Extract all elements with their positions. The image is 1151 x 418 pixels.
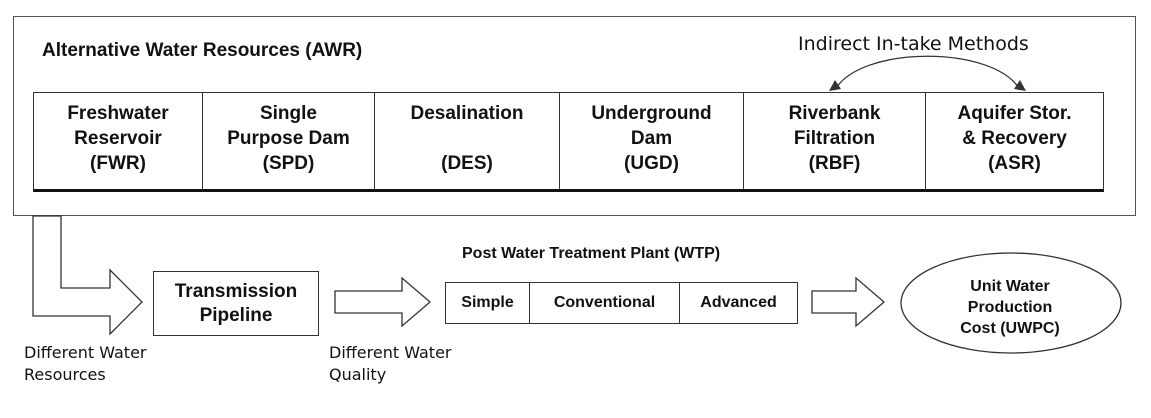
resource-fwr: Freshwater Reservoir (FWR)	[34, 93, 202, 189]
wtp-title: Post Water Treatment Plant (WTP)	[462, 245, 721, 262]
wtp-level-advanced: Advanced	[679, 283, 797, 323]
indirect-intake-curve	[834, 55, 1021, 91]
resource-abbr: (RBF)	[808, 153, 861, 174]
awr-title: Alternative Water Resources (AWR)	[42, 40, 363, 61]
resource-abbr: (SPD)	[262, 153, 315, 174]
resource-des: Desalination (DES)	[374, 93, 559, 189]
resource-name: Riverbank Filtration	[788, 103, 881, 149]
wtp-level-conventional: Conventional	[529, 283, 679, 323]
resource-rbf: Riverbank Filtration (RBF)	[743, 93, 925, 189]
uwpc-label: Unit Water Production Cost (UWPC)	[960, 278, 1060, 337]
transmission-pipeline-box: Transmission Pipeline	[153, 271, 319, 336]
resource-name: Aquifer Stor. & Recovery	[957, 103, 1072, 149]
wtp-table: Simple Conventional Advanced	[445, 282, 798, 324]
indirect-intake-arrowhead-left	[829, 80, 841, 91]
resource-table: Freshwater Reservoir (FWR) Single Purpos…	[33, 92, 1104, 192]
resources-to-pipeline-arrow	[32, 215, 143, 336]
resource-spd: Single Purpose Dam (SPD)	[202, 93, 374, 189]
resource-name: Desalination	[410, 103, 524, 124]
resource-name: Underground Dam	[591, 103, 712, 149]
resource-name: Freshwater Reservoir	[67, 103, 169, 149]
indirect-intake-label: Indirect In-take Methods	[798, 33, 1029, 55]
indirect-intake-arrowhead-right	[1014, 80, 1026, 91]
resource-abbr: (FWR)	[90, 153, 146, 174]
pipeline-to-wtp-arrow	[334, 276, 431, 328]
note-different-quality: Different Water Quality	[329, 343, 452, 384]
resource-abbr: (ASR)	[988, 153, 1041, 174]
resource-abbr: (DES)	[441, 153, 493, 174]
note-different-resources: Different Water Resources	[24, 343, 147, 384]
pipeline-label: Transmission Pipeline	[174, 280, 298, 326]
wtp-to-uwpc-arrow	[811, 276, 885, 328]
uwpc-ellipse	[900, 252, 1122, 354]
wtp-level-simple: Simple	[461, 294, 514, 311]
resource-asr: Aquifer Stor. & Recovery (ASR)	[925, 93, 1103, 189]
resource-abbr: (UGD)	[624, 153, 679, 174]
resource-ugd: Underground Dam (UGD)	[559, 93, 743, 189]
resource-name: Single Purpose Dam	[227, 103, 350, 149]
